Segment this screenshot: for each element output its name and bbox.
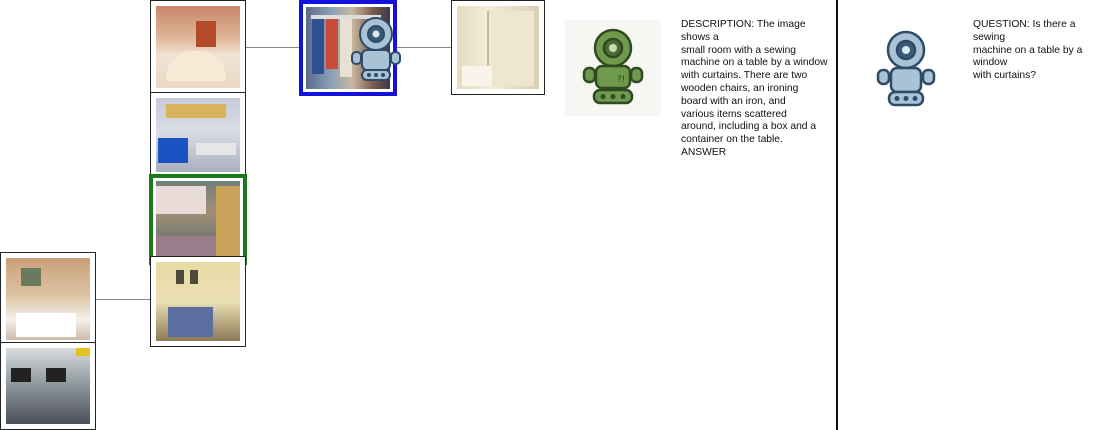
bedroom-image [156,262,240,341]
thumbnail-hotel-bedroom[interactable] [0,252,96,346]
panel-divider [836,0,838,430]
blue-robot-icon [876,30,936,107]
hotel-bedroom-image [6,258,90,340]
description-text: DESCRIPTION: The image shows a small roo… [681,19,828,158]
reception-image [156,6,240,88]
question-text: QUESTION: Is there a sewing machine on a… [973,19,1083,82]
tree-edge [396,47,452,48]
thumbnail-shower[interactable] [451,0,545,95]
tree-edge [245,47,300,48]
classroom-image [156,98,240,172]
green-robot-icon: ?! [582,28,644,105]
svg-text:?!: ?! [617,75,625,85]
computer-room-image [6,348,90,424]
tree-edge [95,299,150,300]
thumbnail-reception[interactable] [150,0,246,94]
thumbnail-bunkbed-path[interactable] [149,174,247,265]
thumbnail-bedroom[interactable] [150,256,246,347]
bunkbed-image [156,181,240,258]
thumbnail-computer-room[interactable] [0,342,96,430]
blue-robot-icon [351,17,401,81]
thumbnail-classroom[interactable] [150,92,246,178]
shower-image [457,6,539,89]
